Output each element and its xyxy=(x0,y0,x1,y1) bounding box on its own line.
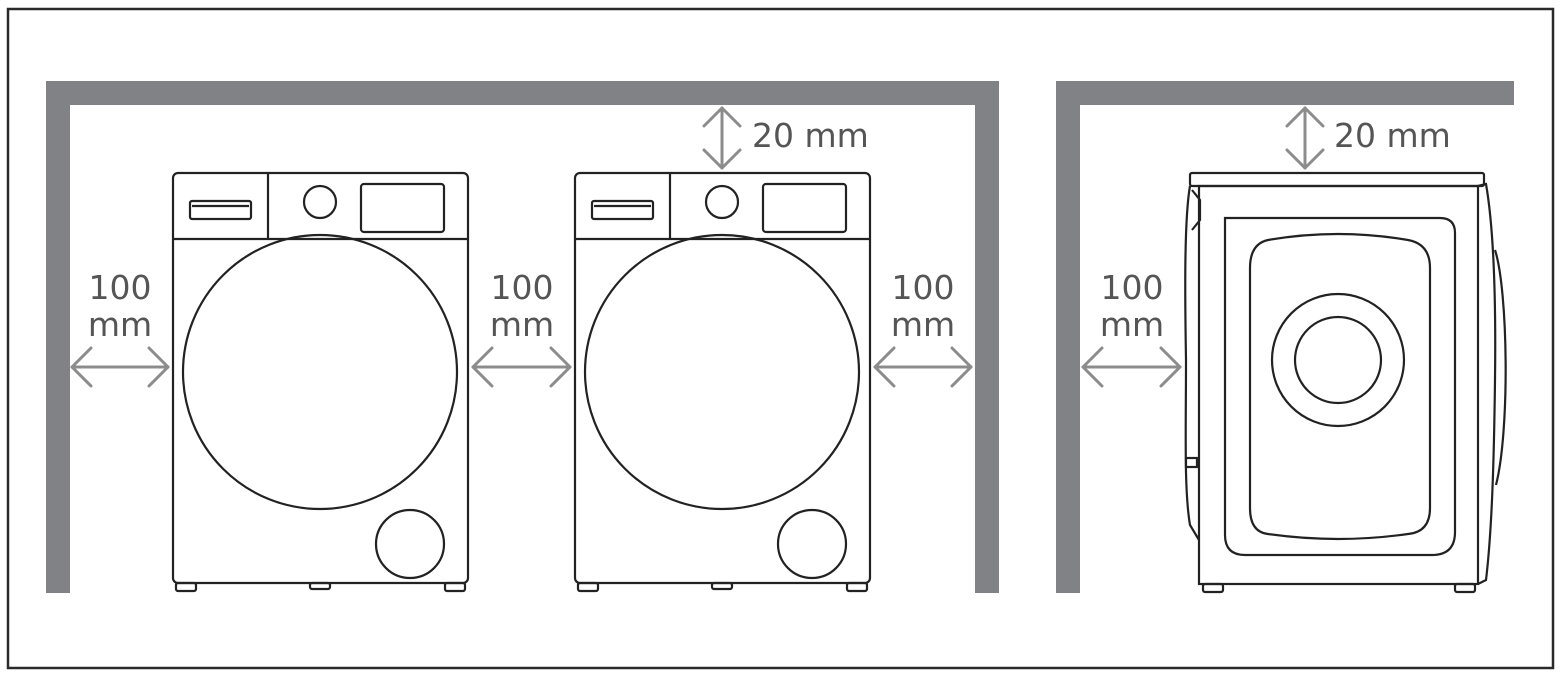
side-niche-wall xyxy=(1056,81,1514,593)
detergent-drawer xyxy=(188,199,253,221)
detergent-drawer xyxy=(590,199,655,221)
clearance-label-3-value: 100 xyxy=(892,268,955,307)
outer-frame xyxy=(6,7,1555,670)
program-knob xyxy=(704,184,740,220)
clearance-arrow-2 xyxy=(471,346,572,388)
front-niche-wall xyxy=(46,81,999,593)
clearance-label-2-value: 100 xyxy=(491,268,554,307)
program-knob xyxy=(302,184,338,220)
clearance-arrow-1 xyxy=(70,346,170,388)
clearance-label-1-value: 100 xyxy=(89,268,152,307)
top-clearance-label-2: 20 mm xyxy=(1334,116,1451,155)
display-panel xyxy=(359,182,446,234)
top-clearance-arrow-1 xyxy=(702,106,742,170)
filter-cap xyxy=(776,508,848,580)
washer-front-left xyxy=(171,171,470,593)
filter-cap xyxy=(374,508,446,580)
display-panel xyxy=(761,182,848,234)
clearance-label-3-unit: mm xyxy=(891,305,955,344)
washer-rear-view xyxy=(1184,171,1507,594)
clearance-arrow-side xyxy=(1081,346,1182,388)
clearance-label-2-unit: mm xyxy=(490,305,554,344)
side-clearance-label-value: 100 xyxy=(1101,268,1164,307)
door xyxy=(181,233,459,511)
washer-front-right xyxy=(573,171,872,593)
clearance-label-1-unit: mm xyxy=(88,305,152,344)
top-clearance-arrow-2 xyxy=(1285,106,1325,170)
side-clearance-label-unit: mm xyxy=(1100,305,1164,344)
top-clearance-label-1: 20 mm xyxy=(752,116,869,155)
door xyxy=(583,233,861,511)
clearance-arrow-3 xyxy=(873,346,973,388)
